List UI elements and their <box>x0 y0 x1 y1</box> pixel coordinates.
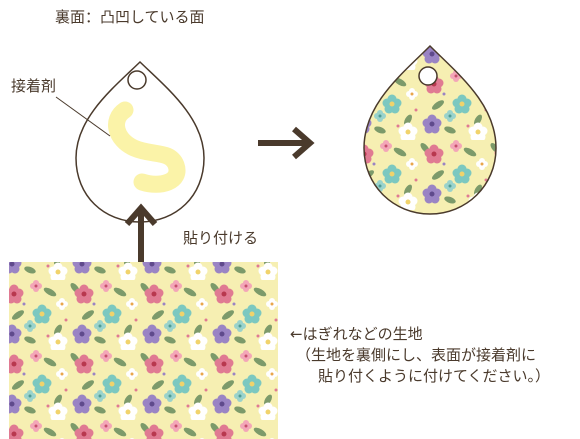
fabric-instruction-line-1: （生地を裏側にし、表面が接着剤に <box>296 346 537 364</box>
fabric-instruction-line-2: 貼り付くように付けてください。） <box>318 367 551 385</box>
title-back-side: 裏面：凸凹している面 <box>55 8 205 26</box>
teardrop-finished <box>363 44 497 215</box>
fabric-note: ←はぎれなどの生地 <box>290 325 423 343</box>
glue-squiggle <box>108 101 186 193</box>
teardrop-back <box>55 60 205 223</box>
hanging-hole <box>418 66 438 86</box>
glue-leader-line <box>55 96 111 137</box>
glue-label: 接着剤 <box>11 77 57 95</box>
hanging-hole <box>127 70 147 90</box>
paste-label: 貼り付ける <box>183 229 259 247</box>
up-arrow-icon <box>124 203 158 262</box>
right-arrow-icon <box>258 126 315 160</box>
fabric-swatch <box>9 262 278 439</box>
